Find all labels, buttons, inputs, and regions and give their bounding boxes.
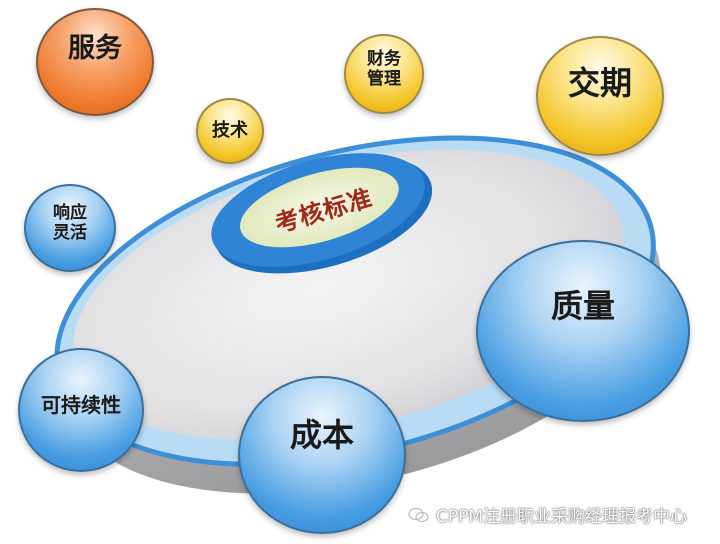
node-service-label: 服务	[68, 33, 122, 65]
node-sustainability-label: 可持续性	[41, 392, 121, 417]
wechat-icon	[408, 507, 429, 522]
node-technology: 技术	[196, 98, 264, 164]
node-service: 服务	[36, 8, 154, 116]
node-responsiveness: 响应 灵活	[24, 184, 116, 272]
node-technology-label: 技术	[212, 119, 248, 141]
node-finance-line1: 财务	[367, 49, 401, 70]
node-finance-line2: 管理	[367, 69, 401, 89]
node-finance: 财务 管理	[344, 34, 424, 114]
watermark: CPPM注册职业采购经理报考中心	[408, 502, 687, 527]
node-responsiveness-line1: 响应	[53, 203, 87, 224]
node-sustainability: 可持续性	[18, 348, 144, 472]
node-delivery-label: 交期	[567, 63, 632, 102]
watermark-text: CPPM注册职业采购经理报考中心	[436, 507, 688, 527]
node-cost: 成本	[238, 376, 406, 534]
node-quality-label: 质量	[550, 286, 615, 325]
node-delivery: 交期	[536, 36, 664, 156]
node-responsiveness-line2: 灵活	[53, 223, 87, 243]
node-cost-label: 成本	[289, 415, 354, 454]
center-ring	[211, 153, 433, 274]
node-quality: 质量	[476, 240, 690, 422]
